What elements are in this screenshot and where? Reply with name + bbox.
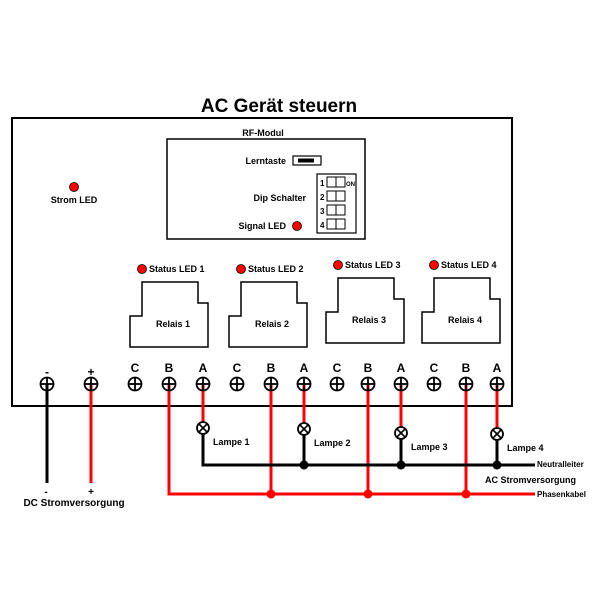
- relay-2-label: Relais 2: [255, 319, 289, 329]
- lamp-4-label: Lampe 4: [507, 443, 544, 453]
- terminal-screw-icon[interactable]: [263, 376, 279, 392]
- dc-plus-label: +: [88, 487, 94, 498]
- relay-2: [228, 281, 308, 348]
- dip-switch-label: Dip Schalter: [253, 193, 306, 203]
- dip-position-label: 4: [320, 221, 325, 230]
- rf-module-label: RF-Modul: [242, 128, 283, 138]
- rf-module: [166, 138, 366, 240]
- status-led-3-icon: [333, 260, 343, 270]
- terminal-screw-icon[interactable]: [83, 376, 99, 392]
- dc-supply-label: DC Stromversorgung: [23, 498, 124, 509]
- lamp-2-icon: [297, 422, 311, 436]
- status-led-1-icon: [137, 264, 147, 274]
- terminal-screw-icon[interactable]: [39, 376, 55, 392]
- relay-1-label: Relais 1: [156, 319, 190, 329]
- status-led-2-icon: [236, 264, 246, 274]
- relay-4: [421, 277, 501, 344]
- terminal-screw-icon[interactable]: [393, 376, 409, 392]
- lamp-3-icon: [394, 426, 408, 440]
- dip-switch[interactable]: 1 2 3 4: [316, 173, 357, 234]
- signal-led-label: Signal LED: [238, 221, 286, 231]
- terminal-label: -: [45, 365, 49, 379]
- terminal-label: A: [397, 361, 406, 375]
- neutral-junction: [299, 460, 309, 470]
- terminal-screw-icon[interactable]: [489, 376, 505, 392]
- phase-wire: [167, 384, 535, 496]
- dip-position-label: 2: [320, 193, 325, 202]
- relay-3-label: Relais 3: [352, 315, 386, 325]
- terminal-screw-icon[interactable]: [426, 376, 442, 392]
- device-enclosure: [11, 117, 513, 407]
- dip-on-label: ON: [346, 182, 355, 188]
- power-led-label: Strom LED: [51, 195, 98, 205]
- dip-switch-4[interactable]: [326, 218, 346, 230]
- learn-button[interactable]: [292, 155, 322, 166]
- lamp-3-label: Lampe 3: [411, 442, 448, 452]
- terminal-label: A: [493, 361, 502, 375]
- terminal-label: C: [233, 361, 242, 375]
- terminal-label: B: [364, 361, 373, 375]
- learn-button-label: Lerntaste: [245, 156, 286, 166]
- status-led-3-label: Status LED 3: [345, 260, 401, 270]
- relay-4-label: Relais 4: [448, 315, 482, 325]
- terminal-label: A: [199, 361, 208, 375]
- terminal-label: C: [333, 361, 342, 375]
- terminal-label: C: [131, 361, 140, 375]
- lamp-1-label: Lampe 1: [213, 437, 250, 447]
- lamp-1-icon: [196, 421, 210, 435]
- neutral-junction: [396, 460, 406, 470]
- dip-position-label: 3: [320, 207, 325, 216]
- phase-junction: [461, 489, 471, 499]
- neutral-junction: [492, 460, 502, 470]
- status-led-4-icon: [429, 260, 439, 270]
- lamp-4-icon: [490, 427, 504, 441]
- neutral-wire: [201, 428, 535, 467]
- dip-switch-3[interactable]: [326, 204, 346, 216]
- terminal-screw-icon[interactable]: [458, 376, 474, 392]
- dip-position-label: 1: [320, 179, 325, 188]
- dip-switch-2[interactable]: [326, 190, 346, 202]
- status-led-1-label: Status LED 1: [149, 264, 205, 274]
- lamp-2-label: Lampe 2: [314, 438, 351, 448]
- relay-1: [129, 281, 209, 348]
- neutral-wire-label: Neutralleiter: [537, 460, 584, 469]
- status-led-2-label: Status LED 2: [248, 264, 304, 274]
- terminal-label: C: [430, 361, 439, 375]
- terminal-screw-icon[interactable]: [161, 376, 177, 392]
- terminal-label: +: [87, 365, 94, 379]
- terminal-screw-icon[interactable]: [229, 376, 245, 392]
- ac-supply-label: AC Stromversorgung: [485, 475, 576, 485]
- terminal-screw-icon[interactable]: [127, 376, 143, 392]
- terminal-label: A: [300, 361, 309, 375]
- terminal-label: B: [165, 361, 174, 375]
- terminal-screw-icon[interactable]: [296, 376, 312, 392]
- terminal-screw-icon[interactable]: [195, 376, 211, 392]
- power-led-icon: [69, 182, 79, 192]
- phase-wire-label: Phasenkabel: [537, 490, 586, 499]
- dip-switch-1[interactable]: [326, 176, 346, 188]
- relay-3: [325, 277, 405, 344]
- status-led-4-label: Status LED 4: [441, 260, 497, 270]
- terminal-label: B: [267, 361, 276, 375]
- dc-minus-label: -: [44, 487, 47, 498]
- terminal-label: B: [462, 361, 471, 375]
- diagram-title: AC Gerät steuern: [201, 96, 357, 117]
- terminal-screw-icon[interactable]: [360, 376, 376, 392]
- terminal-screw-icon[interactable]: [329, 376, 345, 392]
- phase-junction: [363, 489, 373, 499]
- phase-junction: [266, 489, 276, 499]
- signal-led-icon: [292, 221, 302, 231]
